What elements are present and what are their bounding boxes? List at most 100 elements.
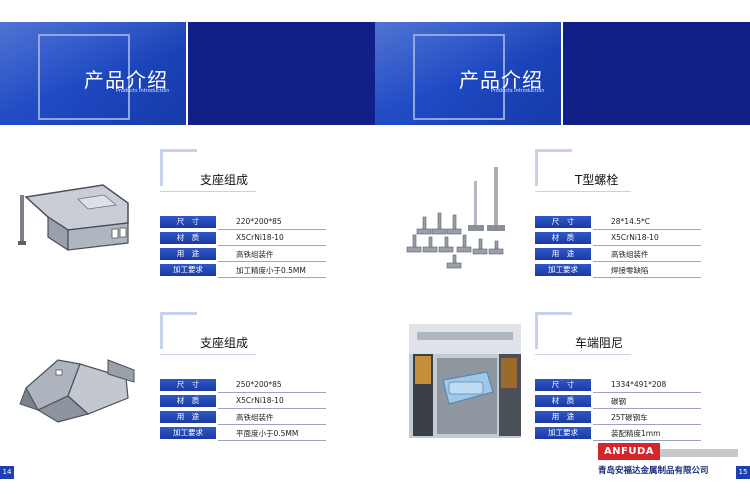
left-page: 产品介绍 Products Introduction 支座组成 尺 寸 220*…: [0, 22, 375, 479]
spec-underline: [218, 229, 326, 230]
spec-label: 用 途: [160, 411, 216, 423]
spec-underline: [593, 277, 701, 278]
spec-value: 加工精度小于0.5MM: [236, 266, 306, 275]
banner-dark-panel: [188, 22, 375, 125]
banner-frame: [413, 34, 505, 120]
page-subtitle: Products Introduction: [116, 88, 170, 94]
spec-underline: [593, 245, 701, 246]
spec-value: X5CrNi18-10: [236, 233, 284, 242]
spec-underline: [593, 229, 701, 230]
spec-label: 材 质: [535, 395, 591, 407]
company-name: 青岛安福达金属制品有限公司: [598, 466, 709, 476]
spec-value: X5CrNi18-10: [236, 396, 284, 405]
bracket-assembly-image: [18, 184, 129, 252]
spec-row: 用 途 高铁组装件: [535, 248, 705, 263]
product-title-box: 支座组成: [160, 149, 256, 195]
title-underline: [160, 191, 256, 192]
spec-row: 尺 寸 250*200*85: [160, 379, 330, 394]
logo-bar: [660, 449, 738, 457]
page-title: 产品介绍: [459, 68, 543, 92]
spec-label: 尺 寸: [535, 216, 591, 228]
spec-row: 尺 寸 220*200*85: [160, 216, 330, 231]
product-card: 支座组成 尺 寸 220*200*85 材 质 X5CrNi18-10 用 途 …: [0, 145, 375, 295]
spec-label: 加工要求: [160, 427, 216, 439]
spec-underline: [218, 245, 326, 246]
spec-underline: [218, 261, 326, 262]
spec-label: 用 途: [160, 248, 216, 260]
spec-label: 加工要求: [535, 264, 591, 276]
spec-value: 1334*491*208: [611, 380, 667, 389]
product-title: 车端阻尼: [575, 336, 624, 350]
title-underline: [535, 354, 631, 355]
title-corner-decoration: [160, 312, 197, 349]
right-page: 产品介绍 Products Introduction: [375, 0, 750, 500]
spec-underline: [218, 424, 326, 425]
spec-underline: [593, 261, 701, 262]
banner: 产品介绍 Products Introduction: [0, 22, 375, 125]
spec-row: 加工要求 焊接零缺陷: [535, 264, 705, 279]
spec-label: 尺 寸: [160, 216, 216, 228]
banner: 产品介绍 Products Introduction: [375, 22, 750, 125]
page-number: 14: [0, 466, 14, 479]
spec-label: 材 质: [160, 395, 216, 407]
title-corner-decoration: [160, 149, 197, 186]
spec-label: 材 质: [160, 232, 216, 244]
product-title-box: 支座组成: [160, 312, 256, 358]
product-title: T型螺栓: [575, 173, 619, 187]
spec-row: 用 途 25T碳钢车: [535, 411, 705, 426]
spec-label: 材 质: [535, 232, 591, 244]
car-end-damper-image: [409, 324, 521, 438]
spec-row: 加工要求 加工精度小于0.5MM: [160, 264, 330, 279]
product-card: 支座组成 尺 寸 250*200*85 材 质 X5CrNi18-10 用 途 …: [0, 308, 375, 458]
spec-row: 尺 寸 28*14.5*C: [535, 216, 705, 231]
spec-table: 尺 寸 250*200*85 材 质 X5CrNi18-10 用 途 高铁组装件…: [160, 379, 330, 443]
spec-underline: [218, 440, 326, 441]
spec-value: 碳钢: [611, 397, 626, 406]
spec-row: 材 质 X5CrNi18-10: [535, 232, 705, 247]
banner-dark-panel: [563, 22, 750, 125]
title-corner-decoration: [535, 312, 572, 349]
title-corner-decoration: [535, 149, 572, 186]
spec-underline: [218, 392, 326, 393]
spec-row: 材 质 X5CrNi18-10: [160, 395, 330, 410]
banner-frame: [38, 34, 130, 120]
spec-label: 加工要求: [160, 264, 216, 276]
spec-row: 材 质 X5CrNi18-10: [160, 232, 330, 247]
bent-bracket-image: [19, 359, 135, 423]
spec-underline: [593, 424, 701, 425]
spec-value: X5CrNi18-10: [611, 233, 659, 242]
spec-value: 25T碳钢车: [611, 413, 648, 422]
spec-label: 尺 寸: [535, 379, 591, 391]
spec-label: 加工要求: [535, 427, 591, 439]
spec-table: 尺 寸 28*14.5*C 材 质 X5CrNi18-10 用 途 高铁组装件 …: [535, 216, 705, 280]
spec-value: 高铁组装件: [611, 250, 649, 259]
spec-underline: [593, 392, 701, 393]
product-title: 支座组成: [200, 336, 249, 350]
product-title-box: 车端阻尼: [535, 312, 631, 358]
brand-footer: ANFUDA 青岛安福达金属制品有限公司: [598, 443, 738, 483]
spec-label: 用 途: [535, 411, 591, 423]
spec-value: 250*200*85: [236, 380, 282, 389]
spec-row: 加工要求 装配精度1mm: [535, 427, 705, 442]
spec-row: 用 途 高铁组装件: [160, 248, 330, 263]
product-card: 车端阻尼 尺 寸 1334*491*208 材 质 碳钢 用 途 25T碳钢车 …: [375, 308, 750, 458]
spec-table: 尺 寸 220*200*85 材 质 X5CrNi18-10 用 途 高铁组装件…: [160, 216, 330, 280]
spec-value: 220*200*85: [236, 217, 282, 226]
spec-value: 装配精度1mm: [611, 429, 661, 438]
t-bolts-image: [406, 167, 505, 269]
banner-light-panel: [0, 22, 186, 125]
spec-underline: [218, 408, 326, 409]
spec-underline: [218, 277, 326, 278]
page-subtitle: Products Introduction: [491, 88, 545, 94]
spec-label: 尺 寸: [160, 379, 216, 391]
spec-value: 高铁组装件: [236, 250, 274, 259]
spec-value: 平面度小于0.5MM: [236, 429, 299, 438]
banner-light-panel: [375, 22, 561, 125]
spec-value: 高铁组装件: [236, 413, 274, 422]
product-title-box: T型螺栓: [535, 149, 631, 195]
page-number: 15: [736, 466, 750, 479]
spec-row: 材 质 碳钢: [535, 395, 705, 410]
spec-value: 28*14.5*C: [611, 217, 650, 226]
spec-row: 尺 寸 1334*491*208: [535, 379, 705, 394]
spec-underline: [593, 408, 701, 409]
